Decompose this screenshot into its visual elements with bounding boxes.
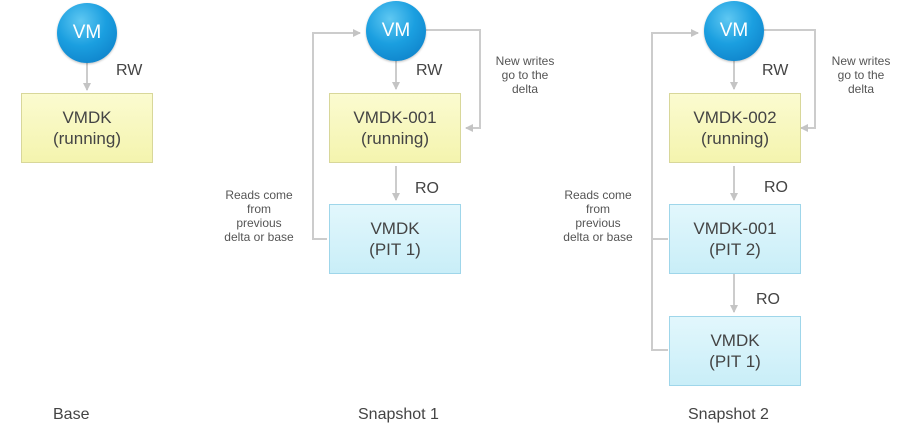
vm-node: VM bbox=[704, 1, 764, 61]
writes-note: New writes go to the delta bbox=[826, 54, 896, 96]
note-line: delta or base bbox=[224, 230, 294, 244]
note-line: from bbox=[586, 202, 610, 216]
snap1-reads-loop bbox=[312, 29, 361, 240]
ro-label: RO bbox=[764, 179, 788, 196]
note-line: delta bbox=[847, 82, 875, 96]
box-title: VMDK bbox=[710, 331, 760, 350]
vmdk-pit1-box: VMDK (PIT 1) bbox=[329, 204, 461, 274]
note-line: previous bbox=[236, 216, 282, 230]
note-line: previous bbox=[575, 216, 621, 230]
box-title: VMDK bbox=[62, 108, 112, 127]
rw-label: RW bbox=[116, 62, 143, 79]
rw-label: RW bbox=[416, 62, 443, 79]
ro-label: RO bbox=[415, 180, 439, 197]
rw-label: RW bbox=[762, 62, 789, 79]
box-subtitle: (PIT 1) bbox=[709, 352, 761, 371]
box-subtitle: (running) bbox=[52, 129, 122, 148]
note-line: delta or base bbox=[563, 230, 633, 244]
box-title: VMDK-002 bbox=[693, 108, 777, 127]
box-subtitle: (PIT 2) bbox=[709, 240, 761, 259]
note-line: from bbox=[247, 202, 271, 216]
caption-snapshot-2: Snapshot 2 bbox=[688, 406, 769, 423]
vm-node: VM bbox=[366, 1, 426, 61]
box-title: VMDK-001 bbox=[693, 219, 777, 238]
box-title: VMDK bbox=[370, 219, 420, 238]
vmdk-001-pit2-box: VMDK-001 (PIT 2) bbox=[669, 204, 801, 274]
snap2-writes-loop bbox=[764, 29, 816, 132]
caption-base: Base bbox=[53, 406, 90, 423]
note-line: New writes bbox=[495, 54, 555, 68]
box-subtitle: (running) bbox=[360, 129, 430, 148]
vm-node: VM bbox=[57, 3, 117, 63]
reads-note: Reads come from previous delta or base bbox=[216, 188, 302, 244]
note-line: Reads come bbox=[564, 188, 632, 202]
ro-label: RO bbox=[756, 291, 780, 308]
caption-snapshot-1: Snapshot 1 bbox=[358, 406, 439, 423]
box-subtitle: (running) bbox=[700, 129, 770, 148]
vmdk-pit1-box: VMDK (PIT 1) bbox=[669, 316, 801, 386]
box-title: VMDK-001 bbox=[353, 108, 437, 127]
box-subtitle: (PIT 1) bbox=[369, 240, 421, 259]
snap2-reads-loop bbox=[651, 29, 699, 351]
writes-note: New writes go to the delta bbox=[490, 54, 560, 96]
vmdk-002-running-box: VMDK-002 (running) bbox=[669, 93, 801, 163]
snap1-writes-loop bbox=[426, 29, 481, 132]
note-line: go to the bbox=[837, 68, 885, 82]
note-line: New writes bbox=[831, 54, 891, 68]
vmdk-running-box: VMDK (running) bbox=[21, 93, 153, 163]
note-line: go to the bbox=[501, 68, 549, 82]
note-line: Reads come bbox=[225, 188, 293, 202]
vmdk-001-running-box: VMDK-001 (running) bbox=[329, 93, 461, 163]
reads-note: Reads come from previous delta or base bbox=[553, 188, 643, 244]
note-line: delta bbox=[511, 82, 539, 96]
